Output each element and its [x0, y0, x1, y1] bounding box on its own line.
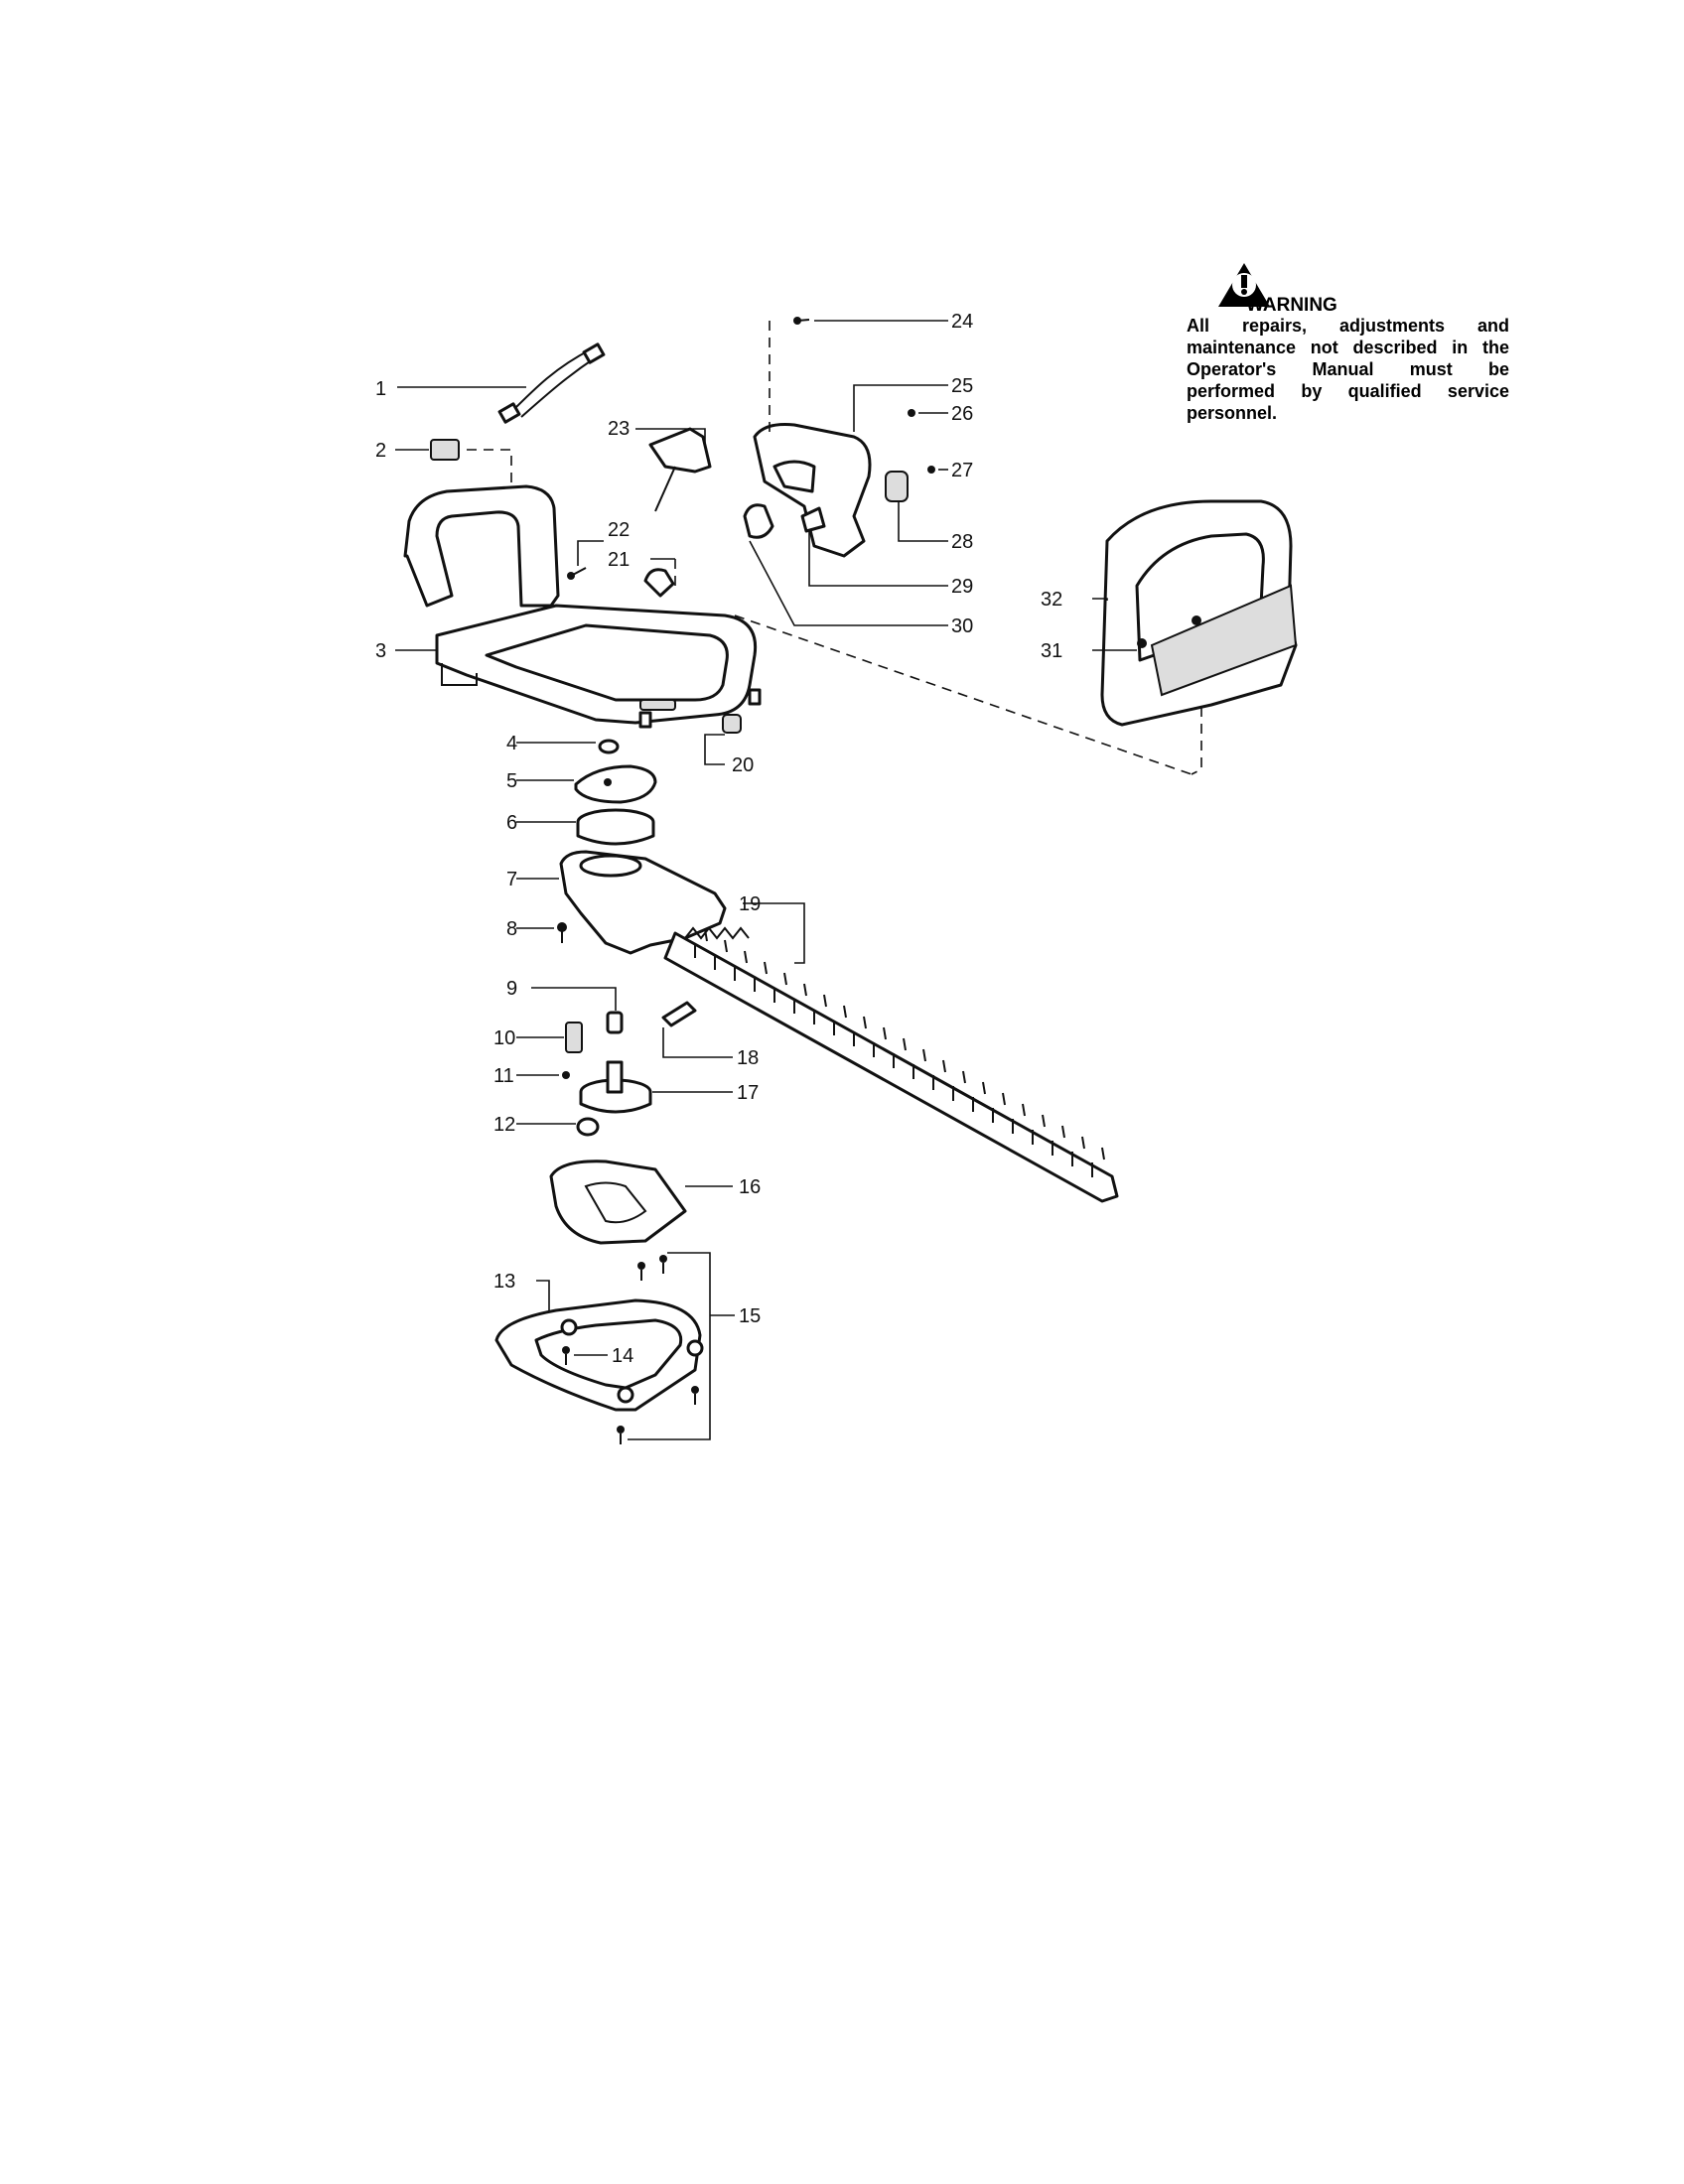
label-part-20: 20: [732, 754, 754, 776]
label-part-24: 24: [951, 311, 973, 333]
screws-15: [617, 1252, 735, 1444]
gear-case: [516, 850, 727, 955]
label-part-23: 23: [608, 418, 630, 440]
label-part-25: 25: [951, 375, 973, 397]
label-part-8: 8: [506, 918, 517, 940]
label-part-10: 10: [493, 1027, 515, 1049]
switch: [395, 439, 512, 496]
warning-title: WARNING: [1246, 295, 1337, 316]
gear-ring: [516, 808, 655, 846]
warning-text: All repairs, adjustments and maintenance…: [1187, 316, 1509, 423]
label-part-22: 22: [608, 519, 630, 541]
warning-note: WARNING All repairs, adjustments and mai…: [1187, 261, 1509, 424]
label-part-28: 28: [951, 531, 973, 553]
washer: [516, 739, 620, 754]
upper-handle: [743, 317, 948, 626]
label-part-16: 16: [739, 1176, 761, 1198]
hand-guard: [1092, 499, 1298, 775]
gear: [579, 1060, 733, 1114]
gear-cover: [549, 1160, 733, 1245]
label-part-18: 18: [737, 1047, 759, 1069]
label-part-30: 30: [951, 615, 973, 637]
cutting-blade: [663, 902, 1119, 1203]
label-part-4: 4: [506, 733, 517, 754]
label-part-29: 29: [951, 576, 973, 598]
trigger: [635, 427, 712, 512]
knob: [643, 558, 676, 598]
foot: [704, 714, 742, 765]
label-part-11: 11: [493, 1065, 514, 1087]
label-part-27: 27: [951, 460, 973, 481]
screw-11: [516, 1071, 570, 1079]
power-cord: [397, 342, 606, 424]
label-part-2: 2: [375, 440, 386, 462]
blade-teeth: [694, 928, 1105, 1177]
label-part-3: 3: [375, 640, 386, 662]
label-part-12: 12: [493, 1114, 515, 1136]
label-part-5: 5: [506, 770, 517, 792]
label-part-32: 32: [1041, 589, 1062, 611]
label-part-13: 13: [493, 1271, 515, 1293]
label-part-15: 15: [739, 1305, 761, 1327]
label-part-19: 19: [739, 893, 761, 915]
label-part-1: 1: [375, 378, 386, 400]
connecting-link: [661, 1001, 733, 1058]
base-plate: [494, 1280, 704, 1412]
label-part-21: 21: [608, 549, 630, 571]
label-part-14: 14: [612, 1345, 633, 1367]
label-part-7: 7: [506, 869, 517, 890]
label-part-17: 17: [737, 1082, 759, 1104]
screw-14: [562, 1346, 608, 1365]
bushing: [531, 987, 624, 1034]
warning-triangle-icon: [1218, 263, 1270, 307]
label-part-26: 26: [951, 403, 973, 425]
handle-housing: [395, 484, 1193, 775]
label-part-9: 9: [506, 978, 517, 1000]
nut: [516, 1117, 600, 1137]
screw-8: [516, 922, 567, 943]
screw-22: [567, 540, 604, 580]
pinion: [516, 1022, 583, 1053]
part-labels: 1 2 3 4 5 6 7 8 9 10 11 12 13 14 15 16 1…: [375, 311, 1062, 1367]
label-part-31: 31: [1041, 640, 1062, 662]
cover-plate: [516, 764, 657, 804]
label-part-6: 6: [506, 812, 517, 834]
